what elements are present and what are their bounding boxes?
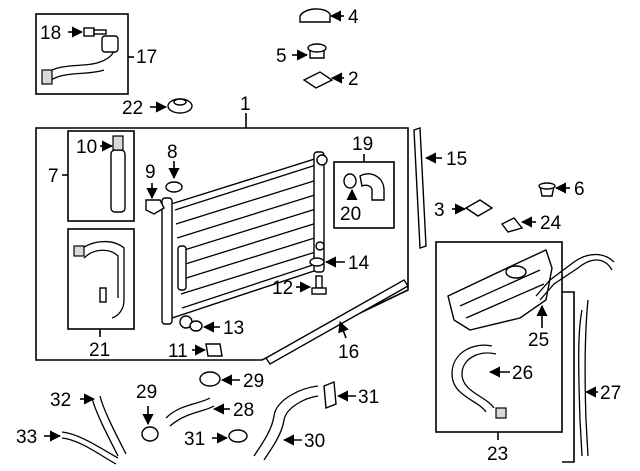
cover-4 — [299, 8, 331, 23]
bolt-18 — [83, 27, 107, 37]
callout-9: 9 — [145, 162, 156, 183]
bracket-box-23 — [435, 241, 563, 433]
callout-3: 3 — [434, 200, 445, 221]
callout-29-top: 29 — [243, 371, 264, 392]
callout-17: 17 — [136, 47, 157, 68]
radiator-core — [161, 151, 328, 329]
hose-27 — [578, 299, 589, 457]
bracket-box-21 — [67, 228, 135, 330]
callout-32: 32 — [50, 390, 71, 411]
callout-31-bottom: 31 — [184, 429, 205, 450]
mount-5 — [307, 43, 327, 59]
drain-tube — [110, 135, 126, 213]
bracket-24 — [500, 217, 524, 233]
o-ring-13 — [189, 320, 203, 332]
callout-27: 27 — [600, 383, 621, 404]
callout-8: 8 — [167, 142, 178, 163]
clamp-29-left — [141, 426, 159, 442]
radiator-cap-22 — [167, 98, 193, 114]
callout-11: 11 — [168, 341, 188, 362]
callout-14: 14 — [348, 253, 370, 274]
callout-22: 22 — [122, 98, 143, 119]
sensor-harness — [41, 35, 119, 85]
coolant-reservoir — [447, 249, 553, 331]
mount-6 — [538, 182, 556, 197]
callout-18: 18 — [40, 23, 61, 44]
hose-33 — [61, 431, 119, 465]
drain-plug-11 — [205, 343, 223, 357]
lower-seal-16 — [264, 279, 410, 365]
callout-31-top: 31 — [358, 387, 379, 408]
callout-13: 13 — [223, 318, 244, 339]
overflow-hose-25 — [535, 253, 615, 301]
callout-33: 33 — [16, 427, 37, 448]
callout-26: 26 — [512, 363, 533, 384]
callout-15: 15 — [446, 149, 467, 170]
callout-12: 12 — [272, 278, 293, 299]
cooler-line-assembly — [73, 241, 125, 319]
callout-28: 28 — [233, 400, 254, 421]
callout-19: 19 — [352, 134, 373, 155]
bracket-3 — [464, 199, 494, 217]
callout-6: 6 — [574, 179, 585, 200]
callout-21: 21 — [89, 340, 110, 361]
callout-16: 16 — [338, 342, 359, 363]
callout-24: 24 — [540, 213, 562, 234]
callout-20: 20 — [340, 204, 361, 225]
hose-clamp-8 — [165, 181, 183, 193]
frame-23-extension — [562, 291, 575, 463]
reservoir-hose-26 — [451, 344, 507, 419]
lower-hose-30 — [253, 385, 319, 461]
hose-28 — [165, 397, 215, 427]
callout-29-left: 29 — [136, 382, 157, 403]
callout-25: 25 — [528, 330, 549, 351]
hose-32 — [91, 395, 127, 457]
bracket-9 — [145, 199, 165, 215]
thermostat-housing — [343, 173, 385, 201]
side-seal-15 — [413, 127, 427, 249]
callout-7: 7 — [48, 166, 59, 187]
clamp-31-top — [323, 381, 337, 409]
callout-2: 2 — [348, 69, 359, 90]
callout-23: 23 — [487, 444, 508, 465]
clamp-29-top — [199, 371, 221, 387]
bracket-2 — [302, 71, 334, 89]
callout-10: 10 — [76, 137, 97, 158]
bracket-box-7 — [67, 130, 135, 222]
callout-30: 30 — [304, 431, 325, 452]
callout-4: 4 — [348, 7, 359, 28]
washer-14 — [309, 257, 325, 267]
clamp-31-bottom — [228, 429, 248, 443]
callout-1: 1 — [240, 94, 251, 115]
bracket-box-17 — [35, 13, 129, 95]
bolt-12 — [311, 275, 327, 295]
callout-5: 5 — [276, 46, 287, 67]
